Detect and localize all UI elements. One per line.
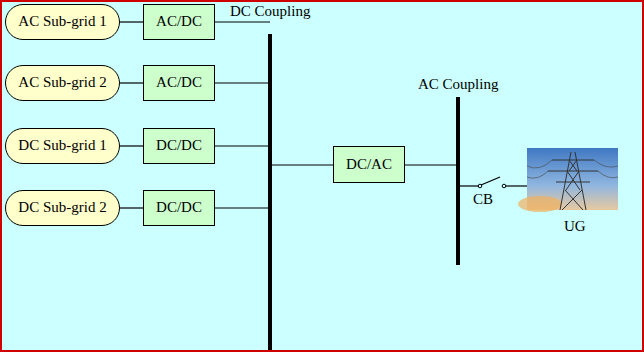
node-text: AC Sub-grid 2 [18, 74, 106, 91]
utility-grid-picture [518, 148, 618, 212]
bus-stub [215, 145, 270, 146]
connector-line [120, 21, 143, 22]
diagram-label: DC Coupling [230, 3, 310, 20]
node-text: AC/DC [156, 13, 202, 30]
connector-line [120, 145, 143, 146]
sub-grid-node: AC Sub-grid 1 [5, 4, 120, 40]
converter-box: AC/DC [143, 4, 215, 40]
sub-grid-node: DC Sub-grid 1 [5, 128, 120, 164]
node-text: DC/DC [156, 137, 202, 154]
node-text: DC/AC [346, 156, 392, 173]
node-text: AC/DC [156, 74, 202, 91]
connector-line [120, 82, 143, 83]
node-text: DC Sub-grid 1 [18, 137, 106, 154]
bus-stub [215, 82, 270, 83]
node-text: DC Sub-grid 2 [18, 199, 106, 216]
sub-grid-node: AC Sub-grid 2 [5, 65, 120, 101]
bus-stub [215, 21, 270, 22]
converter-box: DC/DC [143, 128, 215, 164]
converter-box: DC/AC [333, 146, 405, 183]
breaker-contact [502, 184, 506, 188]
node-text: AC Sub-grid 1 [18, 13, 106, 30]
breaker-blade [481, 177, 500, 185]
ac-bus-bar [456, 97, 460, 265]
converter-box: DC/DC [143, 190, 215, 226]
diagram-label: CB [473, 191, 493, 208]
connector-line [120, 207, 143, 208]
diagram-label: UG [564, 218, 586, 235]
diagram-label: AC Coupling [418, 76, 498, 93]
bus-stub [215, 207, 270, 208]
bus-stub [270, 164, 333, 165]
bus-stub [405, 164, 458, 165]
sub-grid-node: DC Sub-grid 2 [5, 190, 120, 226]
converter-box: AC/DC [143, 65, 215, 101]
dc-bus-bar [268, 34, 272, 352]
node-text: DC/DC [156, 199, 202, 216]
breaker-wire [458, 185, 479, 186]
breaker-wire [506, 185, 527, 186]
